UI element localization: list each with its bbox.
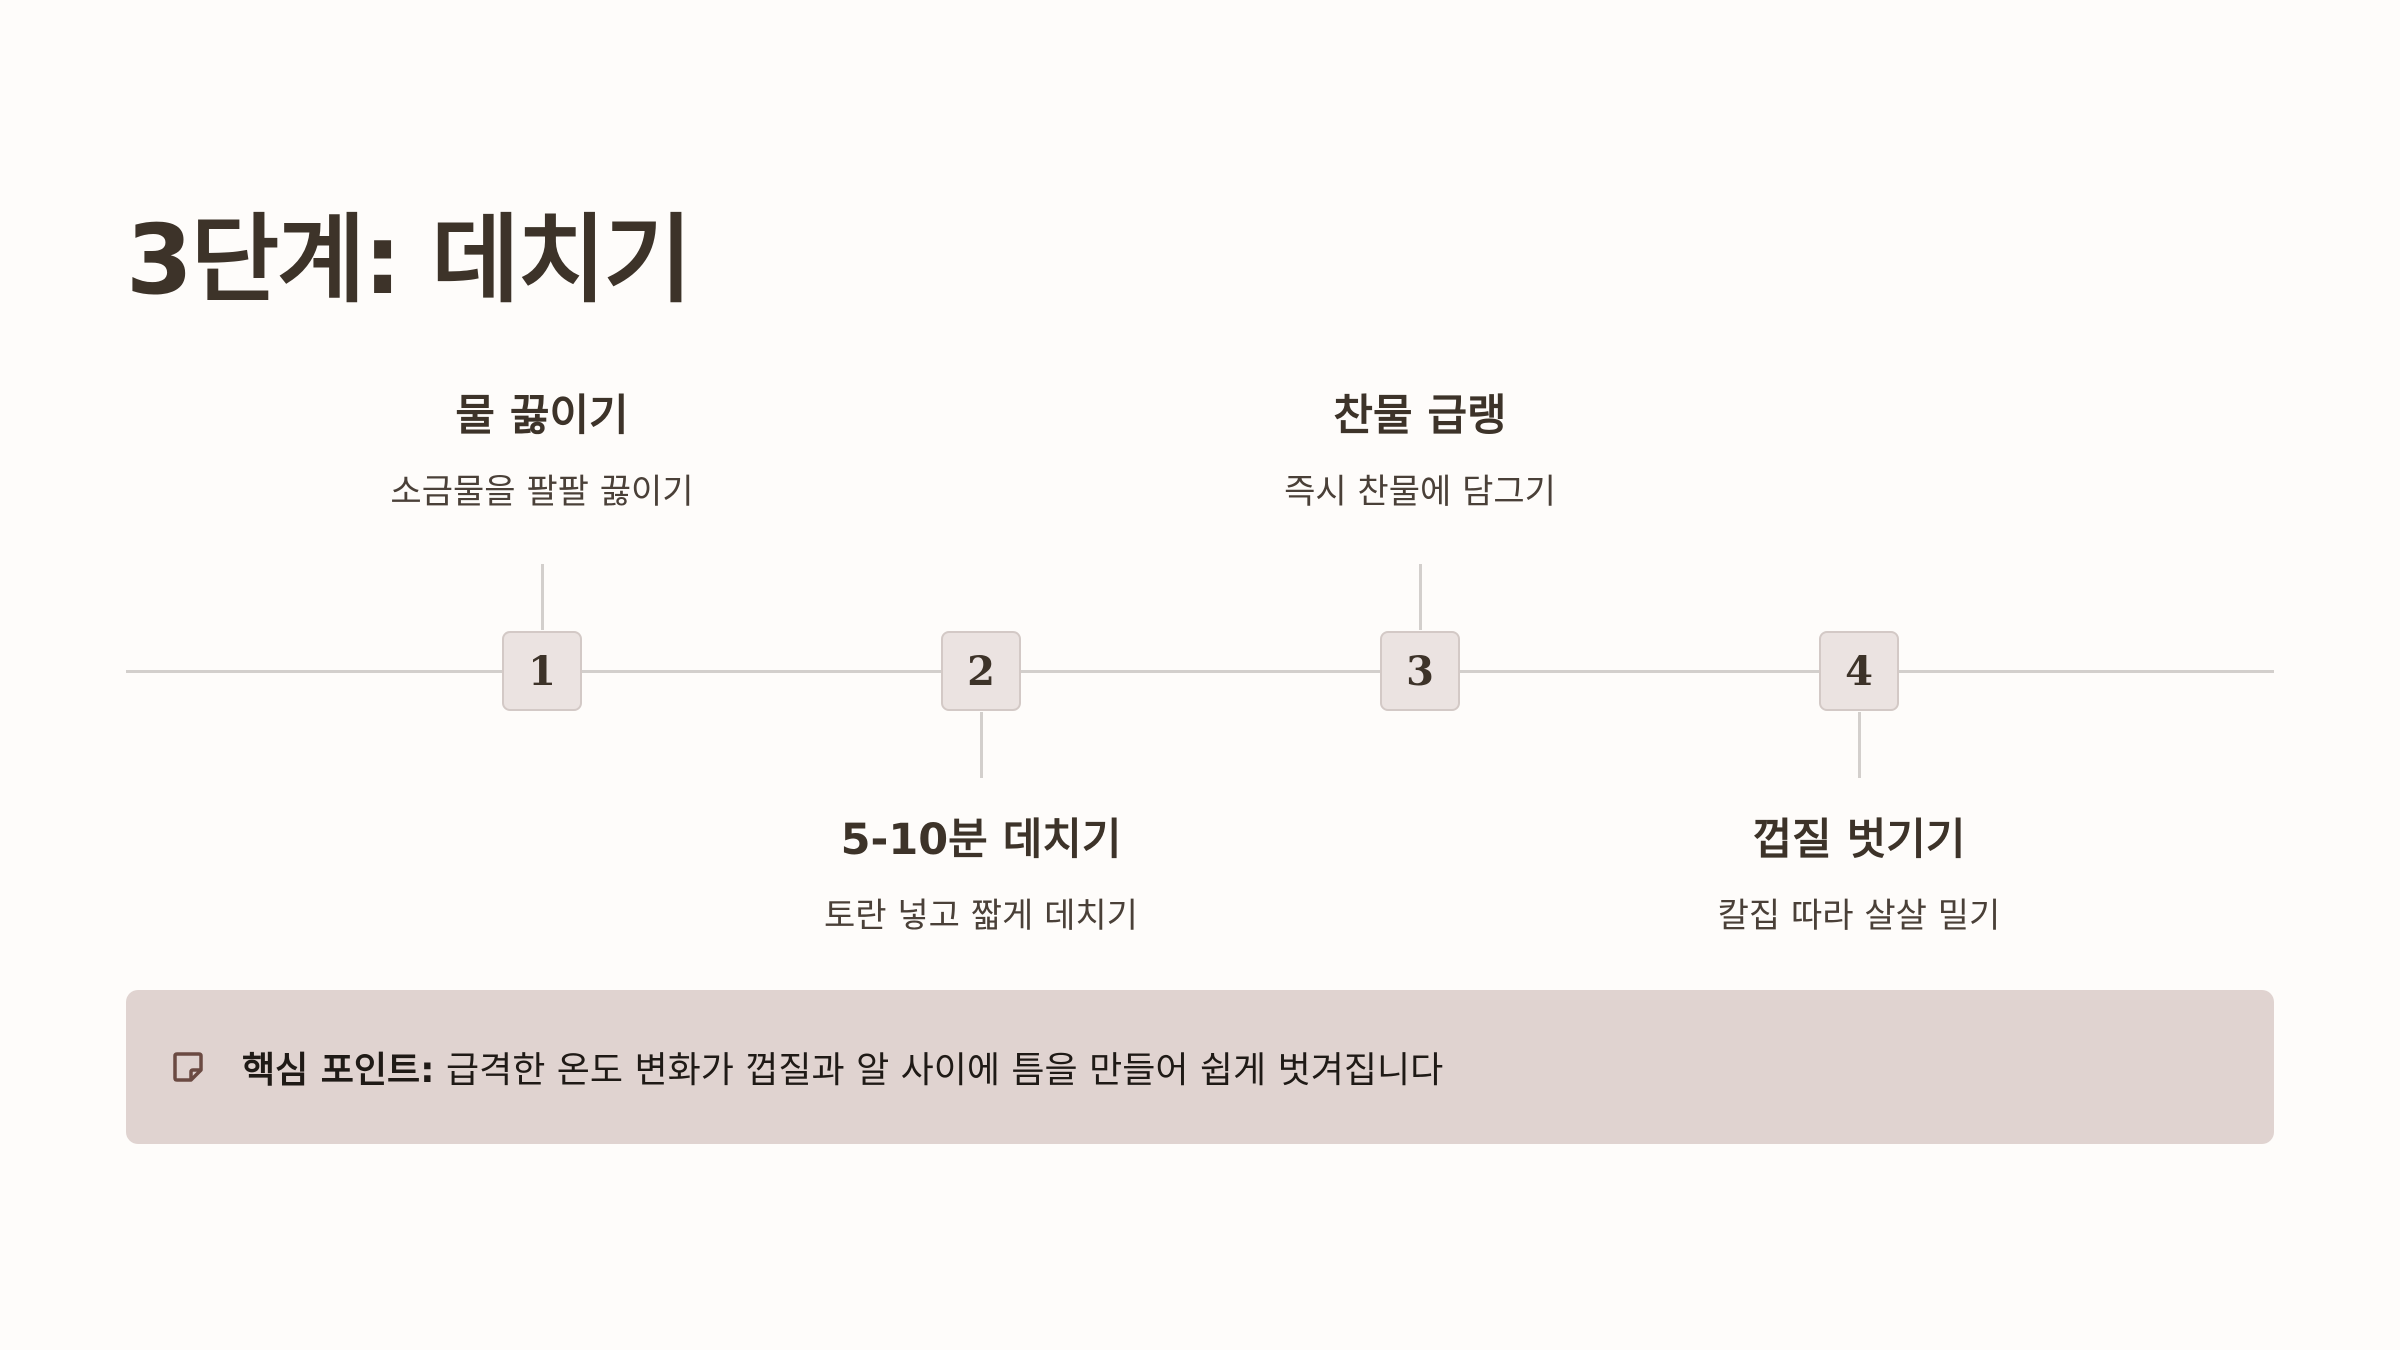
step-description: 칼집 따라 살살 밀기 xyxy=(1717,896,2001,936)
step-title: 5-10분 데치기 xyxy=(840,815,1122,865)
step-number-marker: 1 xyxy=(502,631,582,711)
timeline-step-4: 껍질 벗기기 칼집 따라 살살 밀기 xyxy=(1639,810,2079,940)
page-title: 3단계: 데치기 xyxy=(126,204,692,316)
callout-label: 핵심 포인트: xyxy=(242,1050,435,1091)
timeline-step-3: 찬물 급랭 즉시 찬물에 담그기 xyxy=(1200,386,1640,516)
step-number-marker: 2 xyxy=(941,631,1021,711)
step-connector xyxy=(541,564,544,630)
sticky-note-icon xyxy=(168,1047,208,1087)
step-title: 찬물 급랭 xyxy=(1333,391,1507,441)
step-number-marker: 3 xyxy=(1380,631,1460,711)
step-number-marker: 4 xyxy=(1819,631,1899,711)
step-title: 물 끓이기 xyxy=(455,391,629,441)
callout-body: 급격한 온도 변화가 껍질과 알 사이에 틈을 만들어 쉽게 벗겨집니다 xyxy=(434,1050,1444,1091)
timeline-line xyxy=(126,670,2274,673)
step-description: 토란 넣고 짧게 데치기 xyxy=(824,896,1138,936)
step-connector xyxy=(1419,564,1422,630)
step-description: 소금물을 팔팔 끓이기 xyxy=(390,472,694,512)
step-description: 즉시 찬물에 담그기 xyxy=(1284,472,1556,512)
key-point-callout: 핵심 포인트: 급격한 온도 변화가 껍질과 알 사이에 틈을 만들어 쉽게 벗… xyxy=(126,990,2274,1144)
step-title: 껍질 벗기기 xyxy=(1752,815,1966,865)
step-connector xyxy=(980,712,983,778)
timeline-step-2: 5-10분 데치기 토란 넣고 짧게 데치기 xyxy=(761,810,1201,940)
callout-text: 핵심 포인트: 급격한 온도 변화가 껍질과 알 사이에 틈을 만들어 쉽게 벗… xyxy=(242,1041,1443,1093)
step-connector xyxy=(1858,712,1861,778)
timeline-step-1: 물 끓이기 소금물을 팔팔 끓이기 xyxy=(322,386,762,516)
